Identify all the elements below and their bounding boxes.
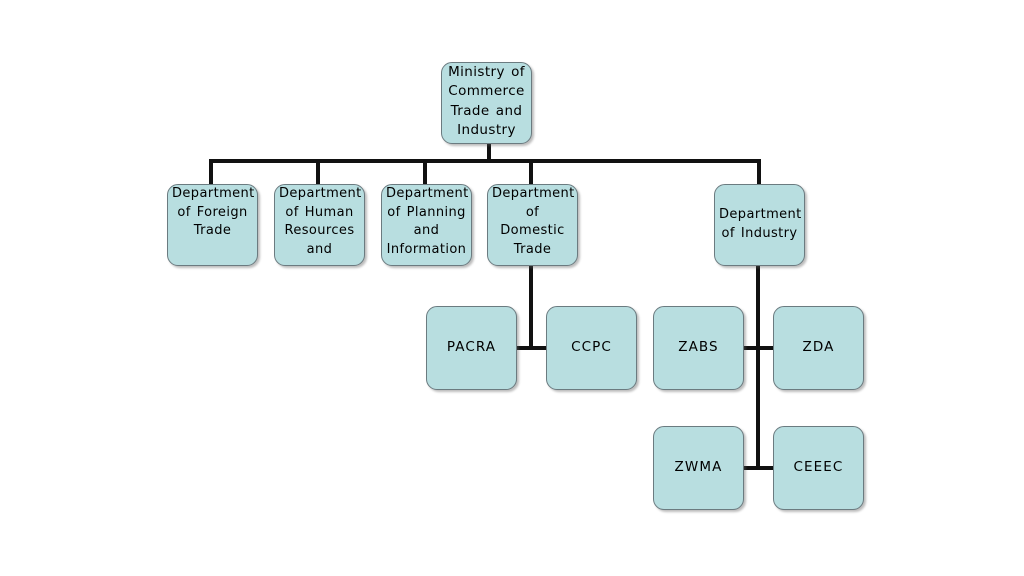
node-zabs-label: ZABS — [678, 339, 719, 356]
node-ministry[interactable]: Ministry of Commerce Trade and Industry — [441, 62, 532, 144]
connector-domestic-trade-spine — [529, 266, 533, 350]
connector-stem-human-resources — [316, 159, 320, 186]
connector-stem-industry — [757, 159, 761, 186]
node-dept-domestic-trade[interactable]: Department of Domestic Trade — [487, 184, 578, 266]
node-dept-industry[interactable]: Department of Industry — [714, 184, 805, 266]
node-dept-industry-label: Department of Industry — [719, 207, 802, 241]
node-ccpc[interactable]: CCPC — [546, 306, 637, 390]
connector-stem-foreign-trade — [209, 159, 213, 186]
node-pacra[interactable]: PACRA — [426, 306, 517, 390]
connector-crossbar-zabs-zda — [740, 346, 776, 350]
node-dept-planning-label: Department of Planning and Information — [386, 186, 469, 258]
connector-root-stem — [487, 143, 491, 162]
node-zabs[interactable]: ZABS — [653, 306, 744, 390]
node-zda-label: ZDA — [802, 339, 835, 356]
connector-stem-domestic-trade — [529, 159, 533, 186]
node-zwma-label: ZWMA — [674, 459, 723, 476]
node-ceeec[interactable]: CEEEC — [773, 426, 864, 510]
connector-stem-planning — [423, 159, 427, 186]
node-dept-planning[interactable]: Department of Planning and Information — [381, 184, 472, 266]
node-dept-human-resources-label: Department of Human Resources and — [279, 186, 362, 258]
node-ceeec-label: CEEEC — [793, 459, 844, 476]
connector-department-bus — [209, 159, 761, 163]
connector-crossbar-zwma-ceeec — [740, 466, 776, 470]
node-dept-foreign-trade[interactable]: Department of Foreign Trade — [167, 184, 258, 266]
node-pacra-label: PACRA — [446, 339, 497, 356]
connector-industry-spine — [756, 266, 760, 470]
node-zda[interactable]: ZDA — [773, 306, 864, 390]
node-dept-foreign-trade-label: Department of Foreign Trade — [172, 186, 255, 239]
node-dept-human-resources[interactable]: Department of Human Resources and — [274, 184, 365, 266]
node-ministry-label: Ministry of Commerce Trade and Industry — [448, 64, 525, 139]
node-dept-domestic-trade-label: Department of Domestic Trade — [492, 186, 575, 258]
node-zwma[interactable]: ZWMA — [653, 426, 744, 510]
node-ccpc-label: CCPC — [571, 339, 612, 356]
connector-crossbar-pacra-ccpc — [513, 346, 549, 350]
